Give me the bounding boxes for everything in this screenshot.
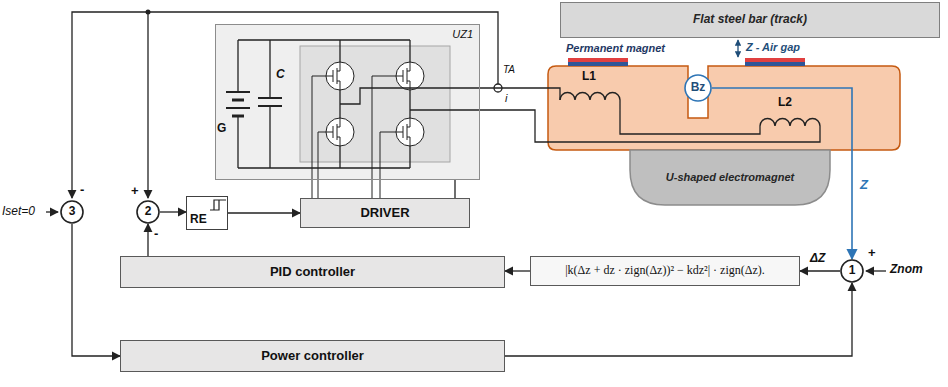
magnet-label: Permanent magnet [566,42,665,54]
sign-label: + [131,184,139,198]
capacitor-label: C [276,68,285,81]
node-text: DRIVER [360,206,409,221]
mosfet-body [396,62,424,90]
coil-wires [340,88,820,142]
connector-arrow [505,270,530,271]
track-bar: Flat steel bar (track) [560,2,940,38]
magnet-north [745,58,805,62]
node-text: UZ1 [452,28,473,41]
u-shaped-yoke [630,150,830,205]
signal-label: ΔZ [808,252,827,265]
connector-arrow [505,283,852,356]
sign-label: + [868,246,876,260]
magnet-south [745,62,805,66]
mosfet-lines [326,62,340,90]
node-text: 2 [145,205,152,219]
coil-label: L2 [778,96,792,109]
junction-dot [146,10,151,15]
connector-arrow [160,211,186,212]
battery-symbol [232,100,244,116]
relay-ground [186,196,228,230]
feedback-wire [147,12,148,198]
mosfet-symbol [326,62,354,90]
connector-arrow [147,224,148,256]
sum-junction: 2 [136,200,160,224]
sign-label: - [80,183,84,197]
setpoint-arrow [46,211,58,212]
pid-controller: PID controller [120,256,505,288]
current-label: i [505,92,507,104]
air-gap-arrow [737,40,738,57]
circle-shape [841,260,863,282]
sensor-label: TA [503,64,515,75]
source-label: G [217,122,226,135]
sign-label: - [154,227,158,241]
circle-shape [137,201,159,223]
node-text: Power controller [261,349,364,364]
bridge-ground [300,46,450,162]
converter-block: UZ1 [215,24,480,180]
circle-shape [685,75,711,101]
node-text: Flat steel bar (track) [693,13,807,27]
power-controller: Power controller [120,340,505,372]
driver-box: DRIVER [300,198,470,228]
node-text: |k(Δz + dz · zign(Δz))² − kdz²| · zign(Δ… [565,264,765,278]
feedback-wire [72,12,498,198]
setpoint-arrow [866,270,886,271]
mosfet-lines [396,118,410,146]
power-rails [238,40,410,168]
setpoint-label: Znom [890,263,923,276]
connector-arrow [454,180,455,198]
circle-shape [61,201,83,223]
electromagnet-core [548,66,900,150]
coil-label: L1 [582,70,596,83]
coil-symbol [560,93,620,100]
mosfet-body [326,118,354,146]
magnet-north [568,58,628,62]
mosfet-symbol [396,62,424,90]
connector-arrow [800,270,840,271]
mosfet-symbol [396,118,424,146]
node-text: 3 [69,205,76,219]
node-text: 1 [849,264,856,278]
node-text: Bz [691,81,706,95]
hysteresis-symbol [210,200,226,210]
field-sensor: Bz [684,74,712,102]
setpoint-label: Iset=0 [2,205,35,218]
node-text: PID controller [270,265,355,280]
connector-arrow [72,224,120,356]
part-label: U-shaped electromagnet [666,171,794,183]
node-text: RE [190,213,207,227]
sum-junction: 3 [60,200,84,224]
magnet-south [568,62,628,66]
current-sensor [494,84,502,92]
mosfet-body [396,118,424,146]
air-gap-label: Z - Air gap [746,41,800,53]
mosfet-symbol [326,118,354,146]
sum-junction: 1 [840,259,864,283]
mosfet-lines [396,62,410,90]
capacitor-symbol [258,98,282,106]
relay-element: RE [186,196,228,230]
mosfet-body [326,62,354,90]
signal-label: Z [858,178,870,192]
formula-box: |k(Δz + dz · zign(Δz))² − kdz²| · zign(Δ… [530,256,800,286]
coil-symbol [760,119,820,126]
converter-ground [215,24,480,180]
connector-arrow [228,212,300,213]
mosfet-lines [326,118,340,146]
